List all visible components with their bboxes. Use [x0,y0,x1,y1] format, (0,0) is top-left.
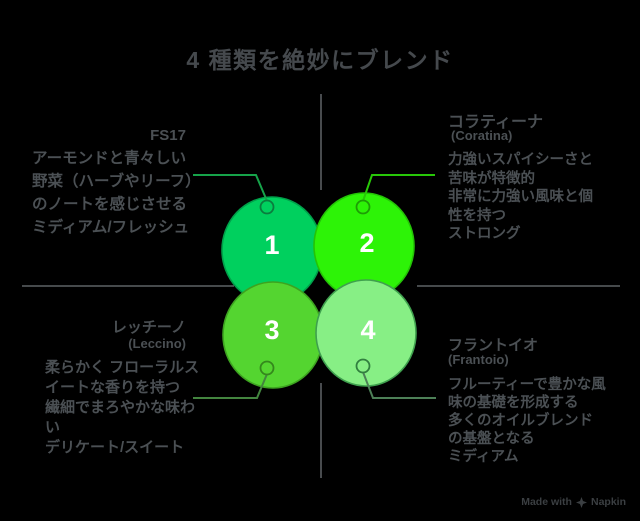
footer-brand: Napkin [590,496,626,508]
variety-3-name-en: (Leccino) [128,336,186,351]
circle-number-3: 3 [264,315,279,345]
connector-4 [362,371,436,399]
variety-3-name: レッチーノ [111,319,186,336]
variety-4-description: フルーティーで豊かな風 味の基礎を形成する 多くのオイルブレンド の基盤となる … [448,377,606,465]
connector-2 [362,174,435,202]
page-title: 4 種類を絶妙にブレンド [186,47,454,73]
connector-3 [193,373,268,399]
footer-text: Made with [521,496,572,508]
circle-4 [315,279,417,387]
variety-2-name-en: (Coratina) [451,128,513,143]
variety-2-description: 力強いスパイシーさと 苦味が特徴的 非常に力強い風味と個 性を持つ ストロング [448,152,593,242]
variety-4-name: フラントイオ [448,337,539,354]
variety-1-name: FS17 [150,127,186,144]
variety-3-description: 柔らかく フローラルス イートな香りを持つ 繊細でまろやかな味わ い デリケート… [45,359,200,456]
anchor-ring-3 [259,360,275,376]
variety-2-name: コラティーナ [448,114,544,131]
circle-number-4: 4 [360,315,375,345]
napkin-logo-icon [575,496,587,508]
variety-4-name-en: (Frantoio) [448,352,509,367]
made-with-napkin: Made with Napkin [521,496,626,508]
anchor-ring-1 [259,199,275,215]
anchor-ring-4 [355,358,371,374]
anchor-ring-2 [355,199,371,215]
circle-number-2: 2 [359,228,374,258]
connector-1 [193,174,268,202]
axis-cross [22,94,620,478]
variety-1-description: アーモンドと青々しい 野菜（ハーブやリーフ） のノートを感じさせる ミディアム/… [32,150,201,236]
circle-number-1: 1 [264,230,279,260]
